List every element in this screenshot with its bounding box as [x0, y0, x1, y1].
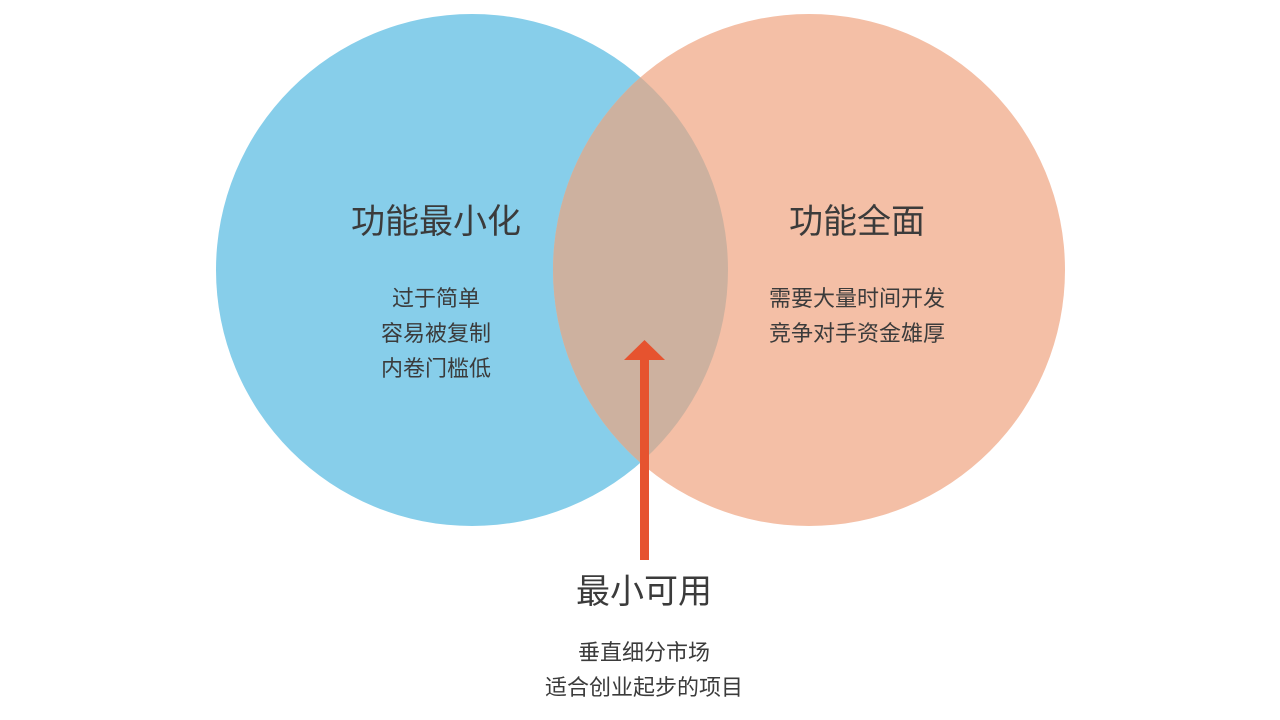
center-line: 适合创业起步的项目 [544, 676, 743, 701]
left-line: 内卷门槛低 [380, 357, 491, 382]
overlap-region [553, 14, 728, 526]
center-title: 最小可用 [576, 572, 712, 612]
right-line: 竞争对手资金雄厚 [768, 322, 945, 347]
left-line: 容易被复制 [380, 322, 491, 347]
arrow-head-icon [624, 340, 665, 360]
right-description: 需要大量时间开发 竞争对手资金雄厚 [707, 282, 1007, 352]
right-line: 需要大量时间开发 [768, 287, 945, 312]
center-line: 垂直细分市场 [577, 641, 710, 666]
left-title: 功能最小化 [351, 202, 521, 242]
arrow [624, 340, 665, 560]
left-description: 过于简单 容易被复制 内卷门槛低 [286, 282, 586, 387]
center-description: 垂直细分市场 适合创业起步的项目 [494, 636, 794, 706]
right-title: 功能全面 [789, 202, 925, 242]
arrow-shaft [640, 356, 649, 560]
center-label-group: 最小可用 垂直细分市场 适合创业起步的项目 [494, 572, 794, 706]
right-label-group: 功能全面 需要大量时间开发 竞争对手资金雄厚 [707, 202, 1007, 352]
left-label-group: 功能最小化 过于简单 容易被复制 内卷门槛低 [286, 202, 586, 387]
left-line: 过于简单 [391, 287, 480, 312]
